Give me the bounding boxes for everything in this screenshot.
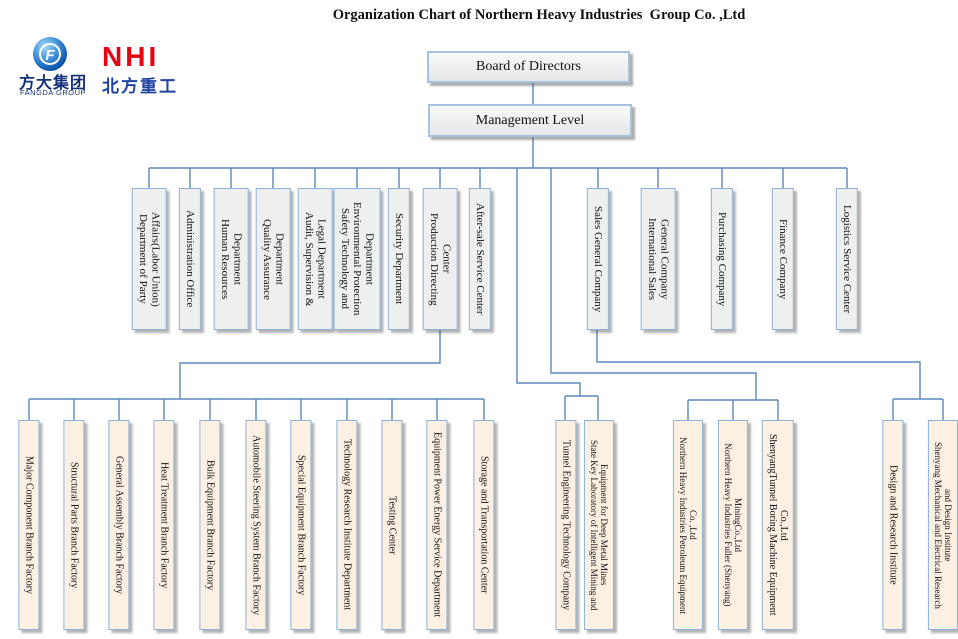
fangda-logo-name-en: FANGDA GROUP [19,88,86,97]
org-box-bulk-equipment-branch-factory: Bulk Equipment Branch Factory [199,420,221,630]
org-box-fuller-mining-company: Northern Heavy Industries Fuller (Shenya… [717,420,749,630]
org-box-administration-office: Administration Office [178,188,202,330]
org-box-logistics-service-center: Logistics Service Center [835,188,859,330]
org-box-special-equipment-branch-factory: Special Equipment Branch Factory [290,420,312,630]
org-box-party-affairs-department: Department of Party Affairs(Labor Union) [131,188,167,330]
fangda-logo-name-cn: 方大集团 [18,75,87,92]
org-box-technology-research-institute-department: Technology Research Institute Department [336,420,358,630]
page-title: Organization Chart of Northern Heavy Ind… [332,7,746,23]
org-box-major-component-branch-factory: Major Component Branch Factory [18,420,40,630]
org-box-storage-and-transportation-center: Storage and Transportation Center [473,420,495,630]
org-box-sales-general-company: Sales General Company [586,188,610,330]
org-box-finance-company: Finance Company [771,188,795,330]
org-box-after-sale-service-center: After-sale Service Center [468,188,492,330]
org-box-security-department: Security Department [387,188,411,330]
org-box-purchasing-company: Purchasing Company [710,188,734,330]
org-box-petroleum-equipment-company: Northern Heavy Industries Petroleum Equi… [672,420,704,630]
org-box-tunnel-engineering-technology-company: Tunnel Engineering Technology Company [555,420,577,630]
org-box-human-resources-department: Human Resources Department [213,188,249,330]
org-box-equipment-power-energy-service-department: Equipment Power Energy Service Departmen… [426,420,448,630]
org-box-production-directing-center: Production Directing Center [422,188,458,330]
nhi-logo-name-cn: 北方重工 [102,77,178,96]
org-box-board-of-directors: Board of Directors [427,51,630,83]
fangda-logo-icon: F [33,37,67,71]
org-box-audit-supervision-legal-department: Audit, Supervision & Legal Department [297,188,333,330]
nhi-logo-abbr: NHI [102,41,160,72]
org-box-heat-treatment-branch-factory: Heat Treatment Branch Factory [153,420,175,630]
org-box-safety-environmental-department: Safety Technology and Environmental Prot… [333,188,381,330]
org-box-management-level: Management Level [428,104,632,137]
org-box-tunnel-boring-machine-company: ShenyangTunnel Boring Machine Equipment … [761,420,795,630]
org-box-state-key-laboratory: State Key Laboratory of Intelligent Mini… [583,420,615,630]
org-box-automobile-steering-system-branch-factory: Automobile Steering System Branch Factor… [245,420,267,630]
org-box-testing-center: Testing Center [381,420,403,630]
org-box-mechanical-electrical-research-institute: Shenyang Mechanical and Electrical Resea… [927,420,958,630]
org-box-international-sales-general-company: International Sales General Company [640,188,676,330]
org-box-general-assembly-branch-factory: General Assembly Branch Factory [108,420,130,630]
org-box-design-and-research-institute: Design and Research Institute [882,420,904,630]
org-box-structural-parts-branch-factory: Structural Parts Branch Factory [63,420,85,630]
org-box-quality-assurance-department: Quality Assurance Department [255,188,291,330]
